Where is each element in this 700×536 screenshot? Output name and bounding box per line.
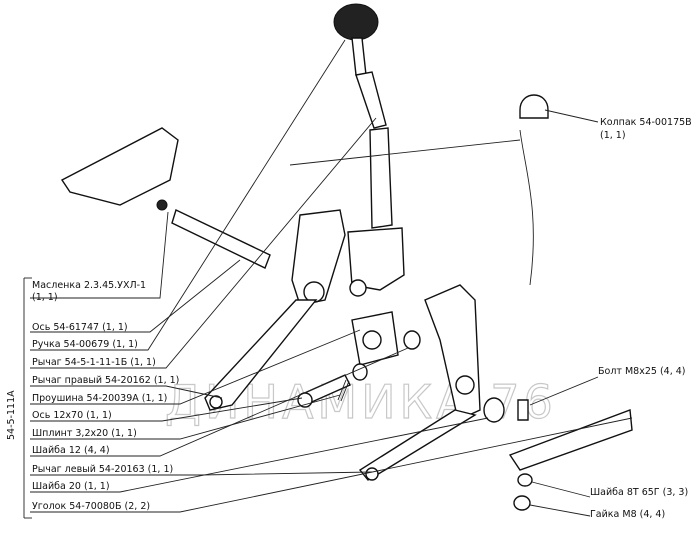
label-maslenka: Масленка 2.3.45.УХЛ-1 <box>32 280 146 291</box>
left-lever-hole-part <box>455 375 475 395</box>
leader-shaiba-20 <box>30 417 489 493</box>
lever-hole-part <box>349 279 367 297</box>
bracket-upper-part <box>60 127 179 206</box>
right-lever-head-part <box>291 209 346 306</box>
label-bolt: Болт М8х25 (4, 4) <box>598 366 686 377</box>
lever-fork-part <box>347 227 405 291</box>
label-ugolok: Уголок 54-70080Б (2, 2) <box>32 501 150 512</box>
leader-gaika <box>529 504 591 517</box>
label-shaiba-12: Шайба 12 (4, 4) <box>32 445 110 456</box>
left-lever-end-part <box>365 467 379 481</box>
label-prousina: Проушина 54-20039А (1, 1) <box>32 393 167 404</box>
lever-upper-part <box>355 71 387 129</box>
leader-bolt <box>529 376 599 406</box>
leader-ugolok <box>30 417 633 513</box>
right-lever-hole-part <box>303 281 325 303</box>
cable-part <box>519 129 534 286</box>
angle-bracket-part <box>508 409 633 471</box>
label-os-61747: Ось 54-61747 (1, 1) <box>32 322 128 333</box>
washer-12-a-part <box>403 330 421 350</box>
label-kolpak: Колпак 54-00175В <box>600 117 692 128</box>
side-code-label: 54-5-111A <box>6 390 17 440</box>
leader-cable <box>289 139 521 166</box>
leader-ruchka <box>30 39 346 351</box>
label-shplint: Шплинт 3,2х20 (1, 1) <box>32 428 137 439</box>
right-lever-end-part <box>209 395 223 409</box>
cap-part <box>519 94 549 119</box>
eye-hole-part <box>362 330 382 350</box>
axis-61747-part <box>171 209 271 269</box>
label-ruchka: Ручка 54-00679 (1, 1) <box>32 339 138 350</box>
label-os-12x70: Ось 12х70 (1, 1) <box>32 410 112 421</box>
leader-kolpak <box>544 109 599 123</box>
label-gaika: Гайка М8 (4, 4) <box>590 509 665 520</box>
leader-rychag-levyi <box>30 471 373 476</box>
leader-os-61747 <box>30 259 241 333</box>
grease-nipple-part <box>156 199 168 211</box>
lever-shaft-part <box>369 127 393 229</box>
washer-8t-part <box>517 473 533 487</box>
leader-shplint <box>30 394 341 440</box>
bolt-part <box>517 399 529 421</box>
handle-rod-part <box>351 37 367 76</box>
leader-shaiba-12 <box>30 347 409 457</box>
leader-shaiba-8t <box>531 481 591 498</box>
label-rychag-levyi: Рычаг левый 54-20163 (1, 1) <box>32 464 173 475</box>
qty-maslenka: (1, 1) <box>32 292 58 303</box>
leader-maslenka <box>30 211 169 299</box>
label-shaiba-8t: Шайба 8Т 65Г (3, 3) <box>590 487 688 498</box>
knob-part <box>333 3 379 41</box>
leader-os-12x70 <box>30 397 303 422</box>
leader-prousina <box>30 329 361 405</box>
nut-m8-part <box>513 495 531 511</box>
cotter-pin-part <box>337 379 350 402</box>
label-rychag-11: Рычаг 54-5-1-11-1Б (1, 1) <box>32 357 156 368</box>
washer-20-part <box>483 397 505 423</box>
label-shaiba-20: Шайба 20 (1, 1) <box>32 481 110 492</box>
qty-kolpak: (1, 1) <box>600 130 626 141</box>
leader-rychag-11 <box>30 117 377 369</box>
label-rychag-pravyi: Рычаг правый 54-20162 (1, 1) <box>32 375 179 386</box>
